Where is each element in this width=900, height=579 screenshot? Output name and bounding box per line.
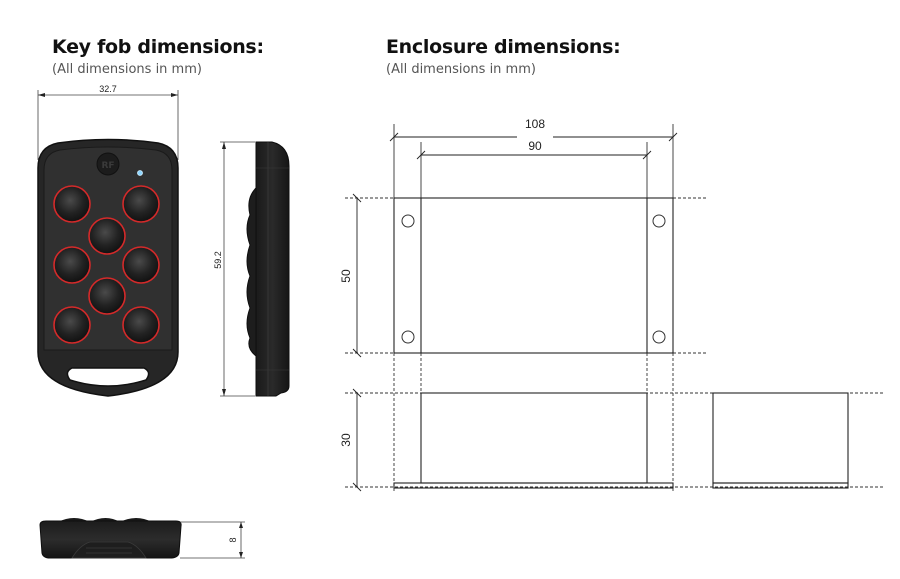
enclosure-inner-width-label: 90 xyxy=(528,139,542,153)
enclosure-height-label: 30 xyxy=(339,433,353,447)
enclosure-depth-label: 50 xyxy=(339,269,353,283)
enclosure-outer-width-label: 108 xyxy=(525,117,545,131)
keyfob-button-7 xyxy=(53,306,91,344)
keyfob-button-6 xyxy=(88,277,126,315)
keyfob-button-2 xyxy=(122,185,160,223)
mounting-hole-icon xyxy=(652,330,666,344)
enclosure-subtitle: (All dimensions in mm) xyxy=(386,62,536,77)
enclosure-top-view: 108 90 50 xyxy=(339,117,706,392)
enclosure-front-view: 30 xyxy=(339,388,885,492)
keyfob-button-1 xyxy=(53,185,91,223)
enclosure-height-dimension xyxy=(352,388,362,492)
enclosure-side-view xyxy=(712,392,849,489)
led-indicator-icon xyxy=(137,170,143,176)
enclosure-depth-dimension xyxy=(352,193,362,358)
keyfob-width-dimension xyxy=(37,90,179,160)
keyfob-button-3 xyxy=(88,217,126,255)
keyfob-button-8 xyxy=(122,306,160,344)
keyring-slot xyxy=(66,367,150,387)
mounting-hole-icon xyxy=(401,330,415,344)
keyfob-front-view: 32.7 RF xyxy=(37,84,179,397)
svg-text:RF: RF xyxy=(101,161,114,171)
keyfob-title: Key fob dimensions: xyxy=(52,36,264,58)
keyfob-bottom-view: 8 xyxy=(39,518,245,559)
logo-icon: RF xyxy=(96,152,120,176)
mounting-hole-icon xyxy=(401,214,415,228)
keyfob-side-view: 59.2 xyxy=(213,141,290,397)
keyfob-width-label: 32.7 xyxy=(99,84,117,94)
keyfob-subtitle: (All dimensions in mm) xyxy=(52,62,202,77)
keyfob-thickness-dimension xyxy=(180,521,245,559)
mounting-hole-icon xyxy=(652,214,666,228)
keyfob-height-dimension xyxy=(220,141,255,397)
keyfob-height-label: 59.2 xyxy=(213,251,223,269)
enclosure-title: Enclosure dimensions: xyxy=(386,36,621,58)
keyfob-buttons xyxy=(53,185,160,344)
keyfob-button-5 xyxy=(122,246,160,284)
keyfob-thickness-label: 8 xyxy=(228,537,238,542)
keyfob-button-4 xyxy=(53,246,91,284)
